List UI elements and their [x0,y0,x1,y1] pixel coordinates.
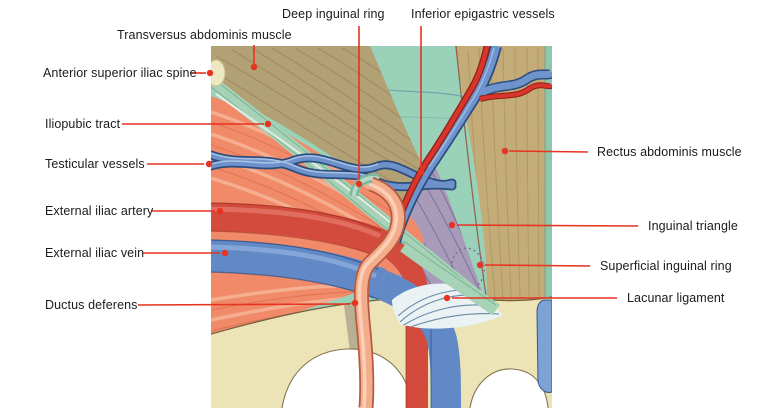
label-transversus-abdominis-muscle: Transversus abdominis muscle [117,28,292,42]
anterior-superior-iliac-spine [211,59,226,87]
label-inguinal-triangle: Inguinal triangle [648,219,738,233]
second-foramen [470,368,548,408]
label-superficial-inguinal-ring: Superficial inguinal ring [600,259,732,273]
label-ductus-deferens: Ductus deferens [45,298,138,312]
rectus-medial-edge [455,46,489,311]
label-inferior-epigastric-vessels: Inferior epigastric vessels [411,7,555,21]
obturator-foramen [282,348,413,408]
label-anterior-superior-iliac-spine: Anterior superior iliac spine [43,66,197,80]
label-rectus-abdominis-muscle: Rectus abdominis muscle [597,145,742,159]
label-deep-inguinal-ring: Deep inguinal ring [282,7,385,21]
label-testicular-vessels: Testicular vessels [45,157,145,171]
inguinal-ligament-lower [400,240,500,316]
band-highlight [215,93,391,223]
leader-dots [205,63,509,307]
inferior-epigastric-vessels [389,46,552,244]
ductus-deferens [353,176,406,408]
label-external-iliac-artery: External iliac artery [45,204,154,218]
label-lacunar-ligament: Lacunar ligament [627,291,725,305]
illustration-body [211,46,552,408]
leader-lines [122,26,639,306]
aponeurosis-right-strip [545,46,552,308]
rectus-abdominis-muscle [455,46,545,356]
bottom-right-vein [536,299,552,393]
label-external-iliac-vein: External iliac vein [45,246,145,260]
foramen-rim [281,348,414,408]
label-iliopubic-tract: Iliopubic tract [45,117,121,131]
